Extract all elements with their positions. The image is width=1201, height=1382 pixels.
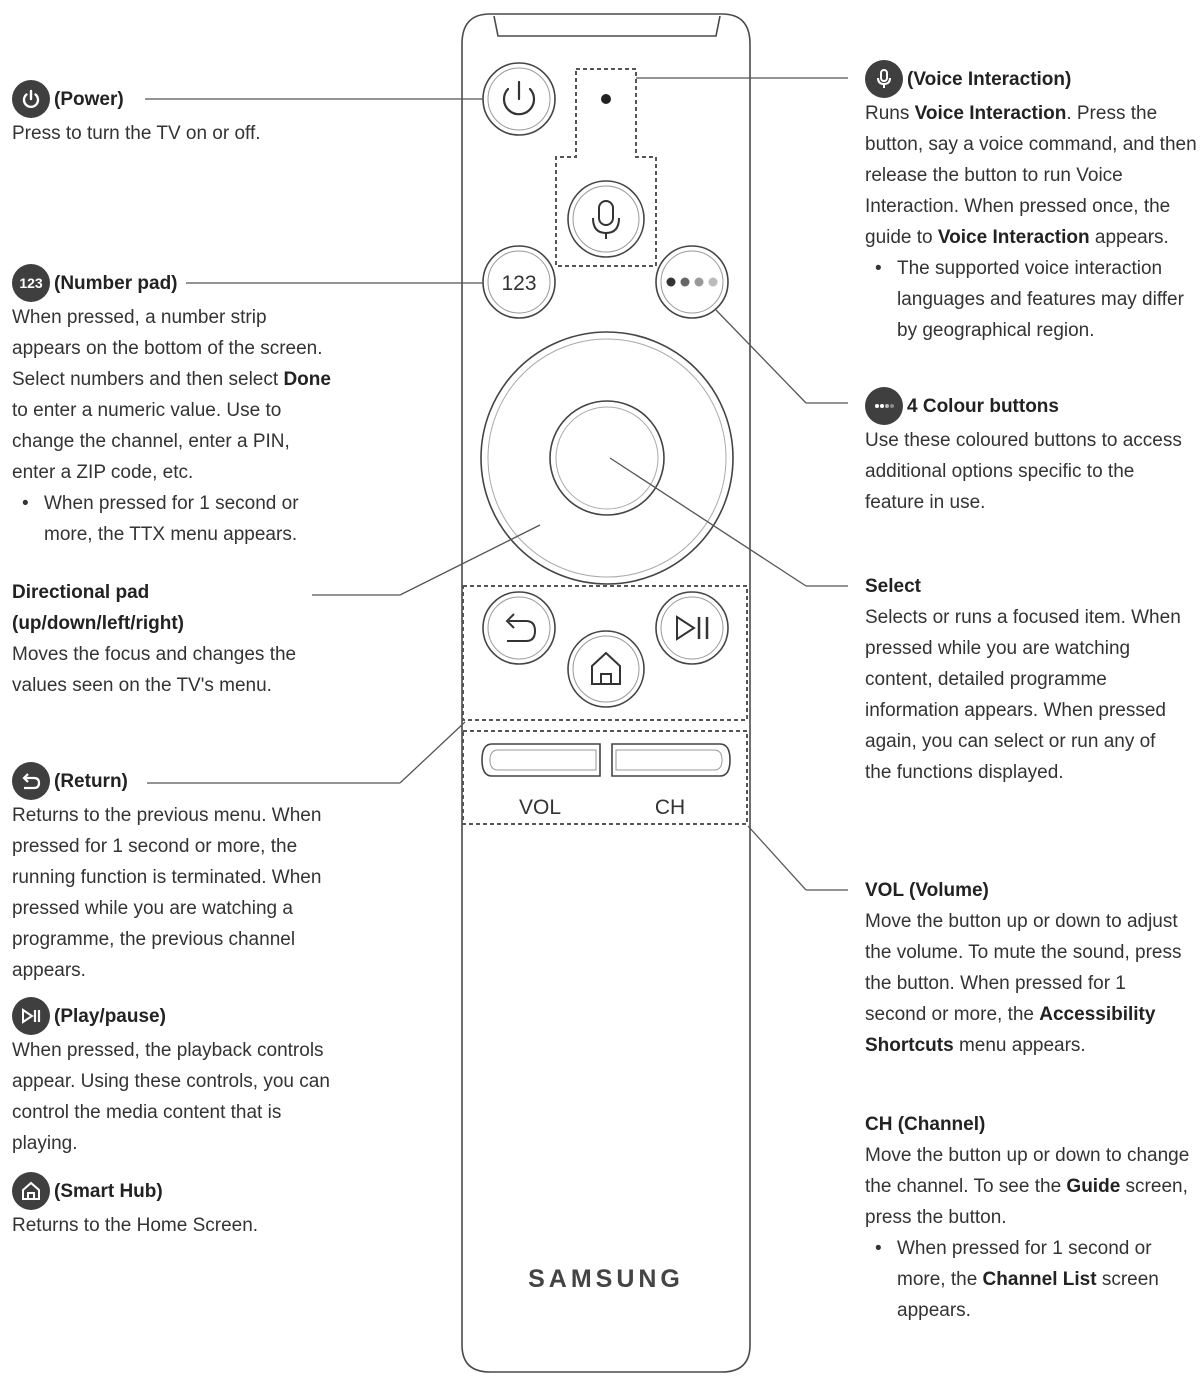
remote-channel-rocker[interactable] [611,743,731,777]
remote-power-button[interactable] [482,62,556,136]
channel-section: CH (Channel) Move the button up or down … [865,1109,1195,1326]
smart-hub-description: Returns to the Home Screen. [12,1215,259,1236]
colour-dots-icon [865,387,903,425]
colour-description: Use these coloured buttons to access add… [865,430,1182,513]
smart-hub-section: (Smart Hub) Returns to the Home Screen. [12,1172,342,1241]
rocker-dashed-region [462,730,748,825]
return-icon [12,762,50,800]
channel-description: Move the button up or down to change the… [865,1145,1190,1228]
colour-section: 4 Colour buttons Use these coloured butt… [865,387,1195,518]
voice-bullet: The supported voice interaction language… [865,253,1199,346]
voice-description: Runs Voice Interaction. Press the button… [865,103,1197,248]
power-section: (Power) Press to turn the TV on or off. [12,80,332,149]
media-dashed-region [462,585,748,721]
voice-section: (Voice Interaction) Runs Voice Interacti… [865,60,1199,346]
select-section: Select Selects or runs a focused item. W… [865,571,1185,788]
microphone-hole [601,94,611,104]
power-heading: (Power) [12,80,332,118]
power-description: Press to turn the TV on or off. [12,123,261,144]
return-description: Returns to the previous menu. When press… [12,805,322,981]
microphone-icon [865,60,903,98]
mic-dashed-region [555,68,657,267]
volume-description: Move the button up or down to adjust the… [865,911,1182,1056]
number-pad-description: When pressed, a number strip appears on … [12,307,331,483]
number-pad-section: 123 (Number pad) When pressed, a number … [12,264,332,550]
volume-heading: VOL (Volume) [865,880,989,901]
select-heading: Select [865,576,921,597]
ch-label: CH [655,796,685,819]
directional-pad-description: Moves the focus and changes the values s… [12,644,297,696]
remote-select-button[interactable] [549,400,665,516]
colour-heading: 4 Colour buttons [865,387,1195,425]
remote-colour-button[interactable] [655,245,729,319]
home-icon [12,1172,50,1210]
remote-number-button[interactable]: 123 [482,245,556,319]
svg-text:123: 123 [501,272,536,295]
play-pause-section: (Play/pause) When pressed, the playback … [12,997,342,1159]
directional-pad-section: Directional pad (up/down/left/right) Mov… [12,577,312,701]
channel-bullet: When pressed for 1 second or more, the C… [865,1233,1195,1326]
directional-pad-heading: Directional pad (up/down/left/right) [12,582,185,634]
select-description: Selects or runs a focused item. When pre… [865,607,1181,783]
remote-top-strip [493,15,721,37]
number-pad-bullet: When pressed for 1 second or more, the T… [12,488,332,550]
leader-lines [145,77,848,891]
play-pause-description: When pressed, the playback controls appe… [12,1040,330,1154]
remote-volume-rocker[interactable] [481,743,601,777]
power-icon [12,80,50,118]
return-section: (Return) Returns to the previous menu. W… [12,762,332,986]
number-pad-icon: 123 [12,264,50,302]
play-pause-heading: (Play/pause) [12,997,342,1035]
channel-heading: CH (Channel) [865,1114,986,1135]
volume-section: VOL (Volume) Move the button up or down … [865,875,1185,1061]
remote-play-pause-button[interactable] [655,591,729,665]
voice-heading: (Voice Interaction) [865,60,1199,98]
return-heading: (Return) [12,762,332,800]
remote-voice-button[interactable] [567,180,645,258]
samsung-logo: SAMSUNG [528,1265,684,1293]
vol-label: VOL [519,796,561,819]
remote-return-button[interactable] [482,591,556,665]
smart-hub-heading: (Smart Hub) [12,1172,342,1210]
play-pause-icon [12,997,50,1035]
remote-body [461,13,751,1373]
number-pad-heading: 123 (Number pad) [12,264,332,302]
remote-home-button[interactable] [567,630,645,708]
